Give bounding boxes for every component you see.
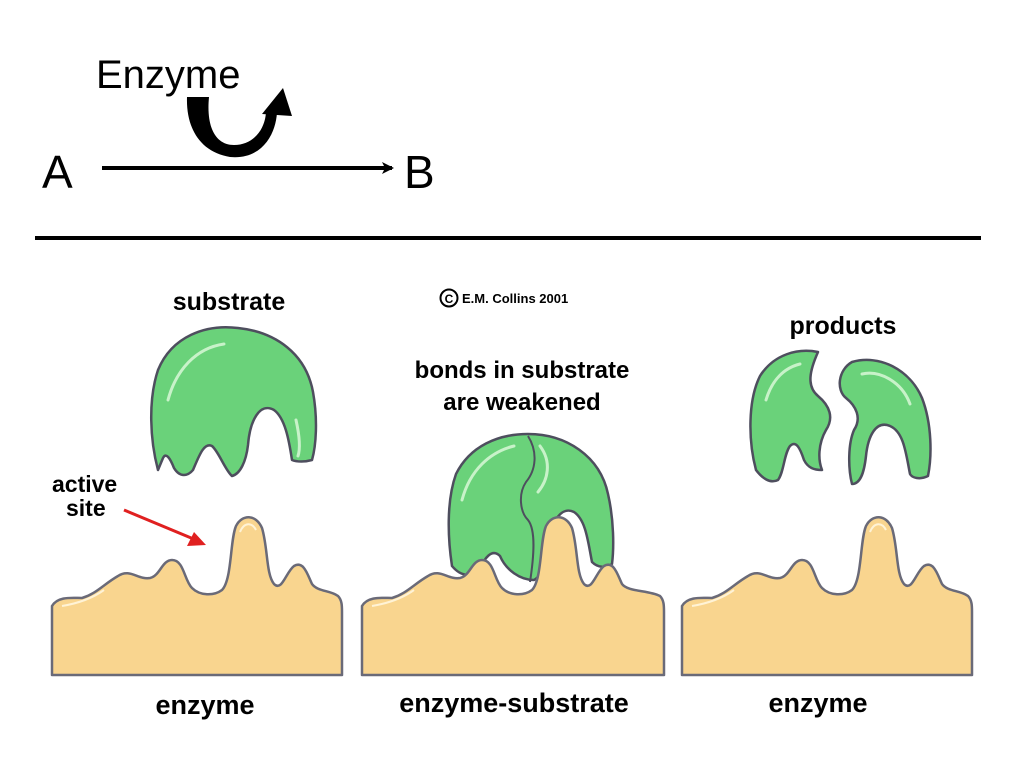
substrate-shape (149, 326, 318, 478)
bonds-note-line2: are weakened (443, 389, 600, 416)
product-fragment-right (838, 358, 932, 486)
substrate-label: substrate (173, 288, 286, 316)
enzyme-caption-right: enzyme (768, 688, 867, 718)
enzyme-shape (360, 516, 666, 677)
reaction-scheme: A B Enzyme (42, 53, 435, 198)
enzyme-shape (50, 516, 344, 677)
product-fragment-left (749, 349, 832, 483)
copyright-text: E.M. Collins 2001 (462, 291, 568, 306)
panel-enzyme-substrate-complex: C E.M. Collins 2001 bonds in substrate a… (360, 288, 666, 718)
catalysis-curved-arrow-icon (186, 88, 292, 158)
enzyme-substrate-caption: enzyme-substrate (399, 688, 629, 718)
active-site-label-line1: active (52, 471, 117, 497)
enzyme-caption-left: enzyme (155, 690, 254, 720)
products-label: products (790, 312, 897, 340)
copyright-notice: C E.M. Collins 2001 (439, 288, 568, 308)
copyright-symbol: C (445, 292, 454, 306)
enzyme-label: Enzyme (96, 53, 241, 97)
enzyme-shape (680, 516, 974, 677)
panel-enzyme-and-substrate: substrate active site enzyme (50, 288, 344, 720)
active-site-pointer-arrow-icon (123, 508, 206, 546)
bonds-note-line1: bonds in substrate (415, 357, 630, 384)
panel-enzyme-and-products: products enzyme (680, 312, 974, 718)
reaction-label-a: A (42, 146, 73, 198)
reaction-label-b: B (404, 146, 435, 198)
active-site-label-line2: site (66, 495, 106, 521)
bound-substrate-shape (447, 432, 615, 583)
copyright-icon (439, 288, 459, 308)
